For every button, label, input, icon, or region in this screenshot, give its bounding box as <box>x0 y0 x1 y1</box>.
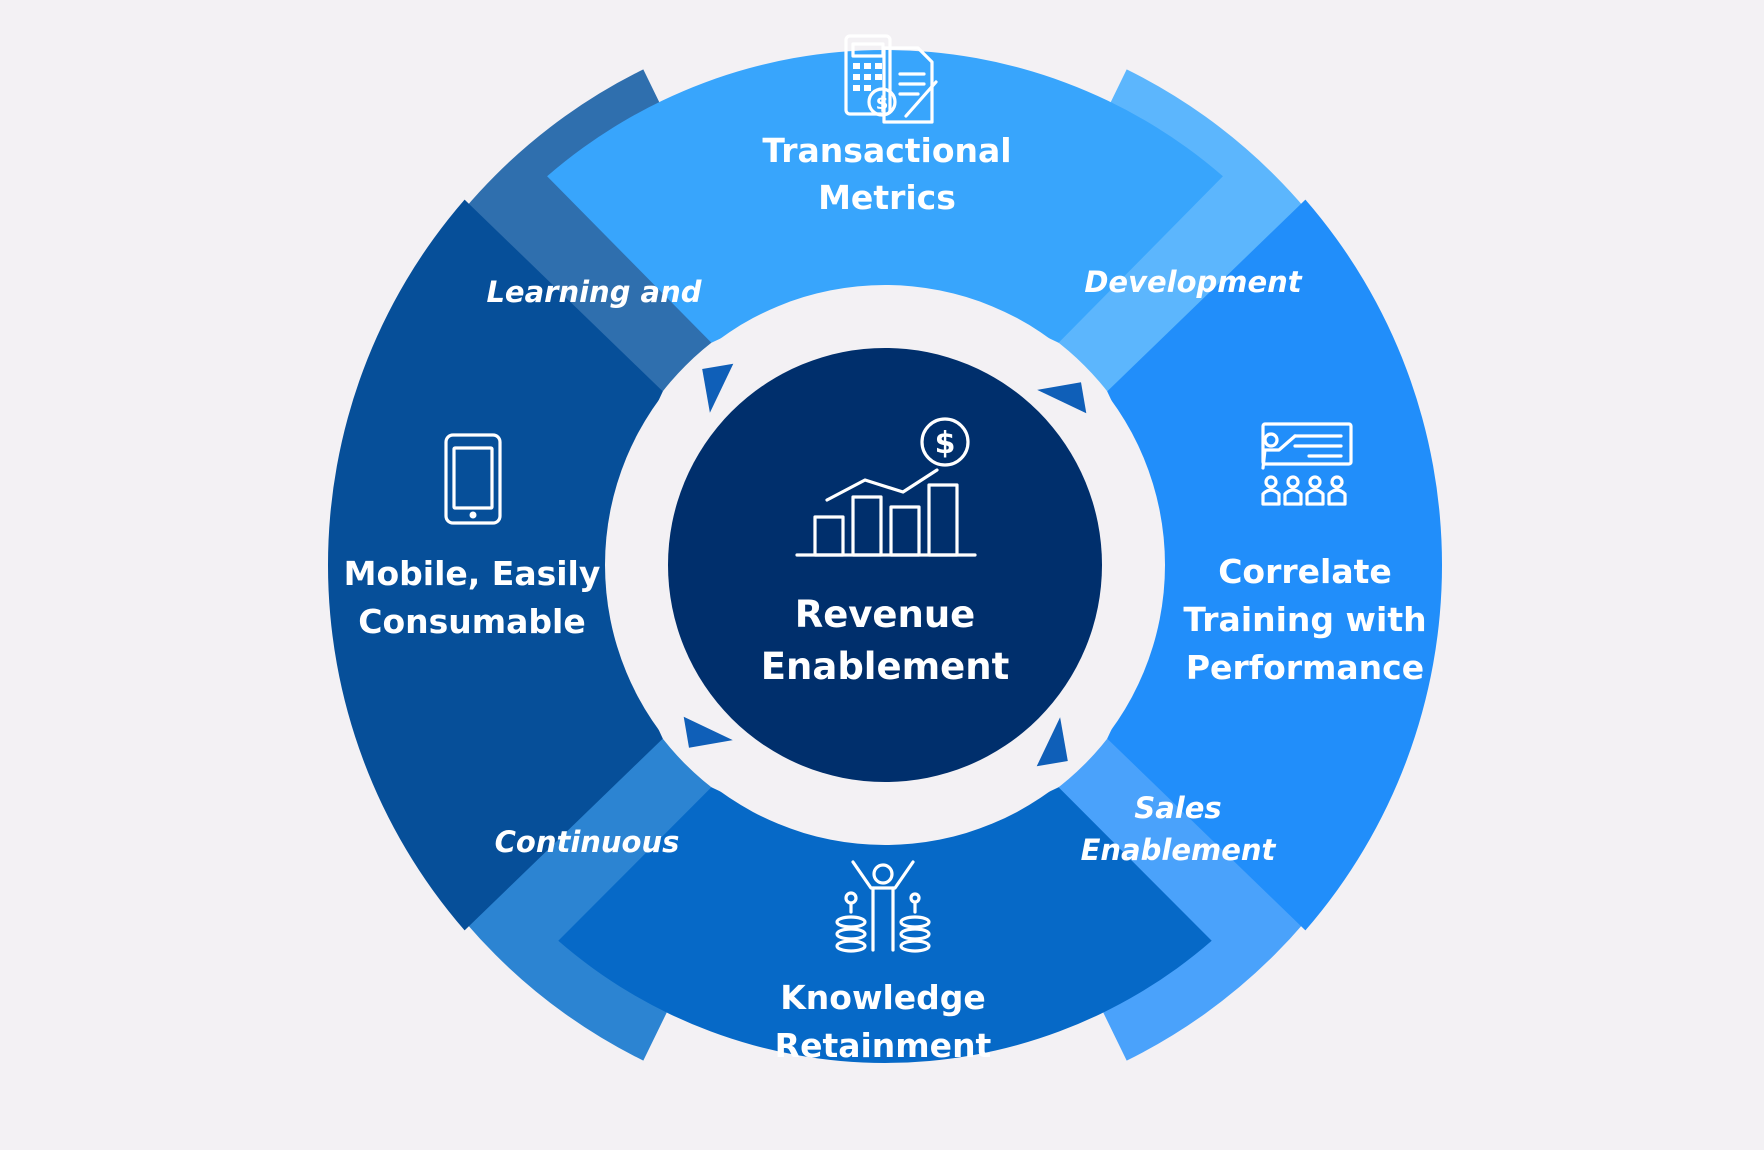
segments-layer <box>327 49 1443 1063</box>
connector-arrow-1 <box>1037 382 1087 414</box>
connector-arrow-3 <box>683 716 733 748</box>
segment-mobile-consumable <box>327 199 663 931</box>
label-learning-and-line-1: Learning and <box>486 275 701 309</box>
center-label-line-1: Revenue <box>795 593 976 636</box>
label-correlate-training-line-1: Correlate <box>1218 552 1392 591</box>
connector-arrow-4 <box>702 363 734 413</box>
label-correlate-training-line-2: Training with <box>1183 600 1426 639</box>
label-continuous-line-1: Continuous <box>495 825 680 859</box>
label-mobile-consumable-line-2: Consumable <box>358 602 586 641</box>
label-knowledge-retainment-line-1: Knowledge <box>780 978 986 1017</box>
segment-correlate-training <box>1107 199 1443 931</box>
tablet-icon <box>444 433 502 525</box>
svg-text:$: $ <box>876 93 889 114</box>
presentation-audience-icon <box>1261 422 1353 506</box>
segment-icons: $ <box>444 34 1353 953</box>
calculator-document-icon: $ <box>844 34 938 124</box>
connector-arrow-2 <box>1036 717 1068 767</box>
label-sales-enablement-line-2: Enablement <box>1081 833 1277 867</box>
center-circle <box>668 348 1102 782</box>
label-mobile-consumable-line-1: Mobile, Easily <box>344 554 601 593</box>
svg-text:$: $ <box>935 426 956 461</box>
label-development-line-1: Development <box>1084 265 1302 299</box>
person-coins-icon <box>835 860 931 953</box>
segment-labels: TransactionalMetricsDevelopmentCorrelate… <box>344 131 1427 1065</box>
revenue-growth-chart-icon: $ <box>795 417 977 557</box>
label-transactional-metrics-line-2: Metrics <box>818 178 956 217</box>
label-knowledge-retainment-line-2: Retainment <box>775 1026 992 1065</box>
label-transactional-metrics-line-1: Transactional <box>762 131 1011 170</box>
segment-transactional-metrics <box>547 49 1223 343</box>
connector-arrows <box>683 363 1087 767</box>
label-sales-enablement-line-1: Sales <box>1134 791 1221 825</box>
segment-knowledge-retainment <box>558 787 1212 1063</box>
label-correlate-training-line-3: Performance <box>1186 648 1424 687</box>
center-label-line-2: Enablement <box>761 645 1010 688</box>
